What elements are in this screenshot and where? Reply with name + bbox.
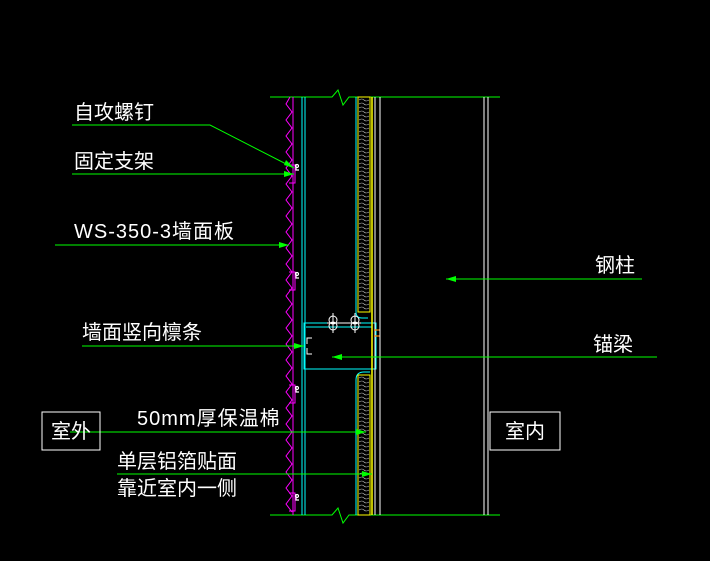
- label-wall-panel: WS-350-3墙面板: [74, 220, 235, 243]
- leader-screw: [72, 124, 295, 169]
- label-foil-line2: 靠近室内一侧: [117, 476, 237, 500]
- purlin-fasteners: [306, 313, 361, 355]
- label-steel-column: 钢柱: [595, 253, 635, 277]
- label-vertical-purlin: 墙面竖向檩条: [82, 320, 202, 344]
- wall-panel-profile: [285, 96, 296, 515]
- indoor-box: 室内: [489, 411, 561, 451]
- leader-arrowheads: [279, 160, 456, 477]
- label-self-tapping-screw: 自攻螺钉: [74, 100, 154, 124]
- label-outdoor: 室外: [51, 419, 91, 443]
- label-foil-line1: 单层铝箔贴面: [117, 449, 237, 473]
- leader-lines: [55, 124, 657, 475]
- label-insulation: 50mm厚保温棉: [137, 407, 281, 430]
- fixed-brackets: [294, 163, 300, 501]
- insulation-layer: [357, 96, 376, 516]
- label-indoor: 室内: [505, 419, 545, 443]
- break-lines: [270, 89, 500, 525]
- bottom-break-line: [270, 507, 500, 525]
- steel-column: [379, 97, 489, 515]
- anchor-bolts: [374, 329, 380, 337]
- purlin-structure: [301, 97, 377, 515]
- label-anchor-beam: 锚梁: [593, 332, 633, 356]
- label-fixed-bracket: 固定支架: [74, 149, 154, 173]
- top-break-line: [270, 89, 500, 107]
- outdoor-box: 室外: [41, 411, 101, 451]
